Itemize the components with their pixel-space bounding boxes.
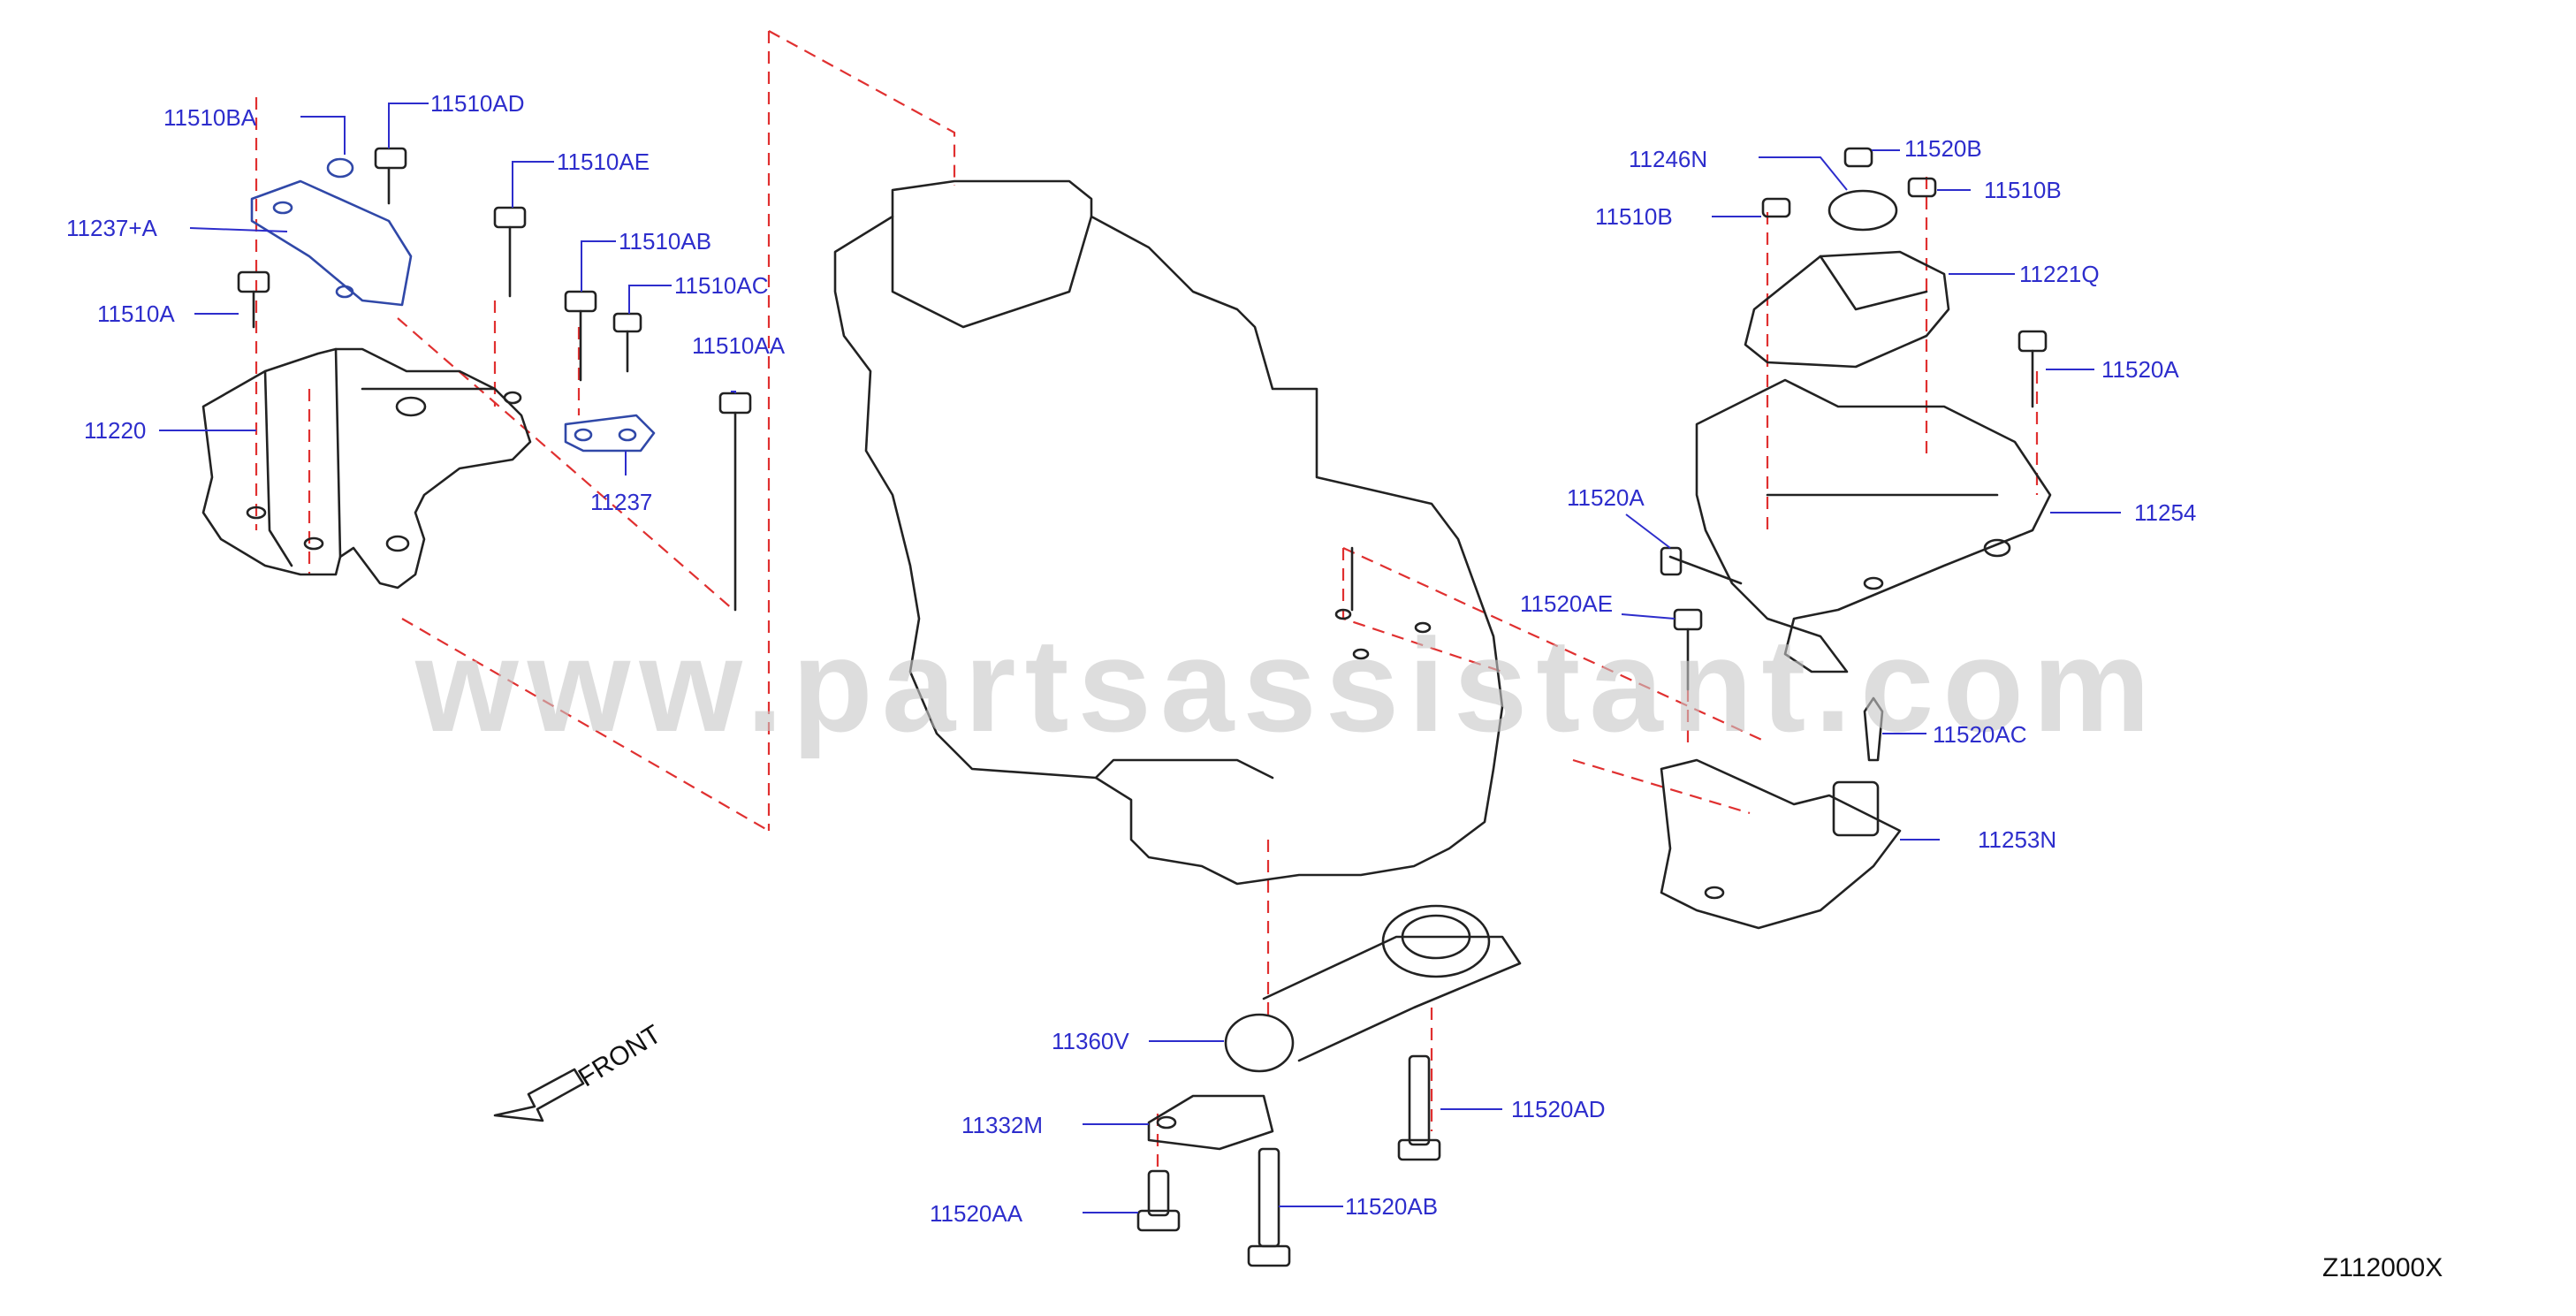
label-11520ab[interactable]: 11520AB	[1345, 1193, 1439, 1220]
label-11510aa[interactable]: 11510AA	[692, 332, 786, 359]
label-11220[interactable]: 11220	[84, 417, 147, 444]
label-11360v[interactable]: 11360V	[1052, 1028, 1129, 1054]
label-11520ac[interactable]: 11520AC	[1933, 721, 2027, 748]
assembly-lines	[255, 30, 2039, 1167]
label-11510b-right[interactable]: 11510B	[1984, 177, 2062, 203]
bolts-left	[237, 147, 752, 612]
label-11510ac[interactable]: 11510AC	[674, 272, 769, 299]
front-arrow-icon	[493, 1068, 585, 1122]
label-11221q[interactable]: 11221Q	[2019, 261, 2100, 287]
label-11510ba[interactable]: 11510BA	[163, 104, 257, 131]
label-11510a[interactable]: 11510A	[97, 300, 175, 327]
label-11520aa[interactable]: 11520AA	[930, 1200, 1023, 1227]
torque-rod-11360v	[1136, 904, 1522, 1267]
label-11253n[interactable]: 11253N	[1978, 826, 2057, 853]
diagram-code: Z112000X	[2322, 1253, 2443, 1282]
watermark: www.partsassistant.com	[415, 611, 2160, 759]
left-engine-mount	[201, 347, 532, 590]
label-11510ae[interactable]: 11510AE	[557, 148, 650, 175]
right-mount-assembly	[1660, 147, 2052, 691]
label-11520ad[interactable]: 11520AD	[1511, 1096, 1606, 1122]
bracket-11237a	[250, 157, 413, 307]
leader-lines	[159, 103, 2121, 1213]
label-11510b-left[interactable]: 11510B	[1595, 203, 1673, 230]
label-11510ab[interactable]: 11510AB	[619, 228, 712, 255]
label-11520a-right[interactable]: 11520A	[2101, 356, 2179, 383]
label-11520a-left[interactable]: 11520A	[1567, 484, 1645, 511]
label-11510ad[interactable]: 11510AD	[430, 90, 525, 117]
label-11332m[interactable]: 11332M	[961, 1112, 1044, 1138]
label-11246n[interactable]: 11246N	[1629, 146, 1708, 172]
label-11254[interactable]: 11254	[2134, 499, 2197, 526]
label-11520b[interactable]: 11520B	[1904, 135, 1982, 162]
bracket-11237	[564, 414, 656, 453]
label-11520ae[interactable]: 11520AE	[1520, 590, 1614, 617]
label-11237[interactable]: 11237	[590, 489, 653, 515]
engine-block	[833, 179, 1504, 886]
label-11237a[interactable]: 11237+A	[66, 215, 157, 241]
mount-11253n	[1660, 696, 1902, 930]
